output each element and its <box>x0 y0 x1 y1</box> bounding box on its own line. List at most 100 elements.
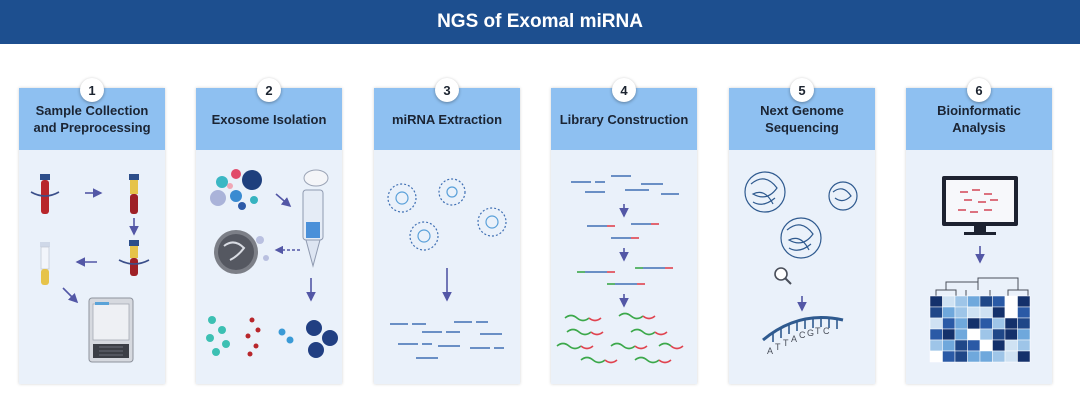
heatmap-cell <box>1004 306 1018 319</box>
stage-label-6: Bioinformatic Analysis <box>937 103 1021 135</box>
heatmap-cell <box>954 350 968 363</box>
step-number-1: 1 <box>80 78 104 102</box>
stage-card-2: Exosome Isolation <box>196 88 342 384</box>
heatmap-cell <box>954 306 968 319</box>
heatmap-cell <box>1017 295 1031 308</box>
stage-label-2: Exosome Isolation <box>211 111 327 127</box>
heatmap-cell <box>992 350 1006 363</box>
heatmap-cell <box>1004 295 1018 308</box>
dna-strand-icon <box>762 316 844 342</box>
sequence-letter: T <box>815 326 821 336</box>
heatmap-cell <box>1004 350 1018 363</box>
heatmap-cell <box>942 350 956 363</box>
stage-label-4: Library Construction <box>559 111 689 127</box>
step-number-6: 6 <box>967 78 991 102</box>
stage-label-1: Sample Collection and Preprocessing <box>33 103 151 135</box>
heatmap-cell <box>967 306 981 319</box>
blood-tube-icon <box>30 174 60 214</box>
isolated-exosomes-icon <box>206 316 338 358</box>
step-number-5: 5 <box>790 78 814 102</box>
freezer-icon <box>88 297 134 363</box>
dna-cluster-icon <box>744 171 858 259</box>
stage-3: 3 miRNA Extraction <box>374 78 520 384</box>
sample-collection-illustration <box>30 174 150 363</box>
heatmap-icon <box>929 295 1031 363</box>
dendrogram-icon <box>935 277 1029 296</box>
heatmap-cell <box>942 317 956 330</box>
heatmap-cell <box>1017 328 1031 341</box>
heatmap-cell <box>979 306 993 319</box>
step-number-3: 3 <box>435 78 459 102</box>
stage-card-4: Library Construction <box>551 88 697 384</box>
mirna-strands-icon <box>390 321 504 359</box>
heatmap-cell <box>954 295 968 308</box>
heatmap-cell <box>979 328 993 341</box>
heatmap-cell <box>967 339 981 352</box>
heatmap-cell <box>967 328 981 341</box>
page-title: NGS of Exomal miRNA <box>437 11 643 32</box>
bioinformatics-illustration <box>929 176 1031 363</box>
heatmap-cell <box>979 317 993 330</box>
stage-header-5: Next Genome Sequencing <box>729 88 875 150</box>
sequence-letter: G <box>807 328 814 338</box>
heatmap-cell <box>992 339 1006 352</box>
spin-column-icon <box>302 169 329 268</box>
particle-mixture-icon <box>210 169 262 210</box>
heatmap-cell <box>967 350 981 363</box>
heatmap-cell <box>954 328 968 341</box>
heatmap-cell <box>1004 328 1018 341</box>
sequence-letter: C <box>799 330 806 340</box>
heatmap-cell <box>992 306 1006 319</box>
adapter-ligation-icon <box>587 223 659 239</box>
heatmap-cell <box>942 339 956 352</box>
heatmap-cell <box>954 317 968 330</box>
sequence-letter: A <box>791 334 797 344</box>
stage-card-1: Sample Collection and Preprocessing <box>19 88 165 384</box>
heatmap-cell <box>1017 317 1031 330</box>
stage-card-6: Bioinformatic Analysis <box>906 88 1052 384</box>
sequence-letter: T <box>783 338 789 348</box>
heatmap-cell <box>1017 350 1031 363</box>
heatmap-cell <box>929 295 943 308</box>
heatmap-cell <box>979 339 993 352</box>
title-banner: NGS of Exomal miRNA <box>0 0 1080 44</box>
heatmap-cell <box>929 328 943 341</box>
heatmap-cell <box>1017 306 1031 319</box>
monitor-icon <box>942 176 1018 235</box>
stage-label-5: Next Genome Sequencing <box>760 103 844 135</box>
centrifuge-tube-icon <box>118 240 150 276</box>
rna-fragments-icon <box>571 175 679 195</box>
exosome-closeup-icon <box>214 230 269 274</box>
heatmap-cell <box>942 295 956 308</box>
separated-tube-icon <box>129 174 139 214</box>
heatmap-cell <box>929 350 943 363</box>
heatmap-cell <box>992 328 1006 341</box>
exosome-icon <box>387 178 507 251</box>
heatmap-cell <box>967 295 981 308</box>
heatmap-cell <box>1004 317 1018 330</box>
heatmap-cell <box>992 295 1006 308</box>
step-number-2: 2 <box>257 78 281 102</box>
heatmap-cell <box>954 339 968 352</box>
heatmap-cell <box>929 317 943 330</box>
stage-4: 4 Library Construction <box>551 78 697 384</box>
sequence-letter: T <box>775 342 781 352</box>
stage-card-3: miRNA Extraction <box>374 88 520 384</box>
stage-5: 5 Next Genome Sequencing <box>729 78 875 384</box>
heatmap-cell <box>942 306 956 319</box>
plasma-tube-icon <box>40 242 50 285</box>
heatmap-cell <box>1017 339 1031 352</box>
mirna-extraction-illustration <box>387 178 507 359</box>
rt-pcr-icon <box>577 267 673 285</box>
stage-1: 1 Sample Collection and Preprocessing <box>19 78 165 384</box>
stage-card-5: Next Genome Sequencing <box>729 88 875 384</box>
heatmap-cell <box>979 295 993 308</box>
arrow-icon <box>275 193 292 208</box>
stage-6: 6 Bioinformatic Analysis <box>906 78 1052 384</box>
sequence-letter: A <box>767 346 773 356</box>
magnifier-icon <box>774 267 792 285</box>
cdna-library-icon <box>556 312 684 364</box>
heatmap-cell <box>929 339 943 352</box>
